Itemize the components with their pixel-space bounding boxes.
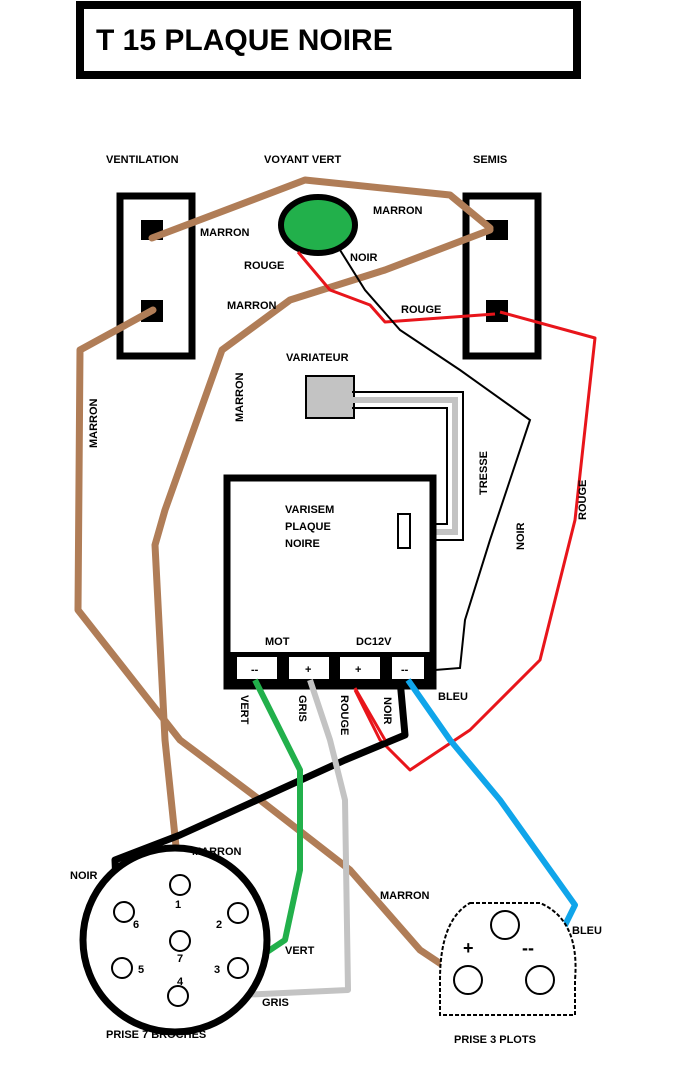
rouge-wire-voyant-semis <box>296 251 496 324</box>
variateur-label: VARIATEUR <box>286 352 349 364</box>
label-marron-top-right: MARRON <box>373 205 423 217</box>
title-box <box>76 1 581 79</box>
pin-5 <box>111 957 133 979</box>
pin-3-label: 3 <box>214 964 220 976</box>
noir-wire-voyant-dc <box>339 249 532 673</box>
pin-6 <box>113 901 135 923</box>
voyant-vert-lamp <box>278 194 358 256</box>
pin-3 <box>227 957 249 979</box>
semis-label: SEMIS <box>473 154 507 166</box>
label-noir-prise7: NOIR <box>70 870 98 882</box>
label-noir-voyant: NOIR <box>350 252 378 264</box>
label-bleu-prise3: BLEU <box>572 925 602 937</box>
voyant-label: VOYANT VERT <box>264 154 342 166</box>
pin-4 <box>167 985 189 1007</box>
label-marron-mid: MARRON <box>227 300 277 312</box>
pin-7-label: 7 <box>177 953 183 965</box>
terminal-dc-plus <box>340 657 380 679</box>
label-gris: GRIS <box>296 695 308 722</box>
variateur-box <box>305 375 355 419</box>
pin-1 <box>169 874 191 896</box>
terminal-mot-minus <box>237 657 277 679</box>
label-noir-bottom: NOIR <box>381 697 393 725</box>
label-bleu: BLEU <box>438 691 468 703</box>
label-vert: VERT <box>238 695 250 725</box>
label-rouge-voyant: ROUGE <box>244 260 284 272</box>
prise3-minus-label: -- <box>522 938 534 958</box>
diagram-title: T 15 PLAQUE NOIRE <box>96 24 393 57</box>
prise3-plot-plus <box>453 965 483 995</box>
marron-wire-ventilation-prise3 <box>74 306 469 984</box>
label-tresse: TRESSE <box>478 451 490 495</box>
terminal-dc-minus <box>392 657 424 679</box>
prise3-label: PRISE 3 PLOTS <box>454 1034 536 1046</box>
label-marron-center-vertical: MARRON <box>234 372 246 422</box>
pin-1-label: 1 <box>175 899 181 911</box>
module-line3: NOIRE <box>285 538 320 550</box>
prise7-label: PRISE 7 BROCHES <box>106 1029 206 1041</box>
terminal-mot-plus <box>289 657 329 679</box>
pin-4-label: 4 <box>177 976 184 988</box>
semis-terminal-bottom <box>486 300 508 322</box>
label-noir-right: NOIR <box>515 522 527 550</box>
marron-wire-semis-prise7 <box>151 226 494 889</box>
mot-label: MOT <box>265 636 290 648</box>
dc12v-label: DC12V <box>356 636 392 648</box>
pin-2-label: 2 <box>216 919 222 931</box>
tresse-connector <box>397 513 411 549</box>
label-rouge-semis: ROUGE <box>401 304 441 316</box>
pin-2 <box>227 902 249 924</box>
gris-wire-module-prise7 <box>174 679 351 1001</box>
rouge-wire-module <box>353 687 387 741</box>
ventilation-label: VENTILATION <box>106 154 179 166</box>
label-marron-left-vertical: MARRON <box>88 398 100 448</box>
label-gris-prise7: GRIS <box>262 997 289 1009</box>
label-vert-prise7: VERT <box>285 945 315 957</box>
module-line1: VARISEM <box>285 504 334 516</box>
varisem-module <box>223 474 437 690</box>
pin-5-label: 5 <box>138 964 144 976</box>
marron-wire-ventilation-semis <box>148 176 494 242</box>
prise3-plot-minus <box>525 965 555 995</box>
terminal-mot-plus-label: + <box>305 664 311 676</box>
pin-6-label: 6 <box>133 919 139 931</box>
terminal-mot-minus-label: -- <box>251 664 259 676</box>
label-marron-prise3: MARRON <box>380 890 430 902</box>
label-marron-prise7: MARRON <box>192 846 242 858</box>
prise3-plot-top <box>490 910 520 940</box>
vert-wire-module-prise7 <box>238 678 303 973</box>
prise3-plus-label: + <box>463 938 474 958</box>
terminal-dc-minus-label: -- <box>401 664 409 676</box>
module-line2: PLAQUE <box>285 521 331 533</box>
pin-7 <box>169 930 191 952</box>
label-rouge-right: ROUGE <box>577 480 589 520</box>
terminal-dc-plus-label: + <box>355 664 361 676</box>
label-rouge-bottom: ROUGE <box>338 695 350 735</box>
label-marron-top-left: MARRON <box>200 227 250 239</box>
